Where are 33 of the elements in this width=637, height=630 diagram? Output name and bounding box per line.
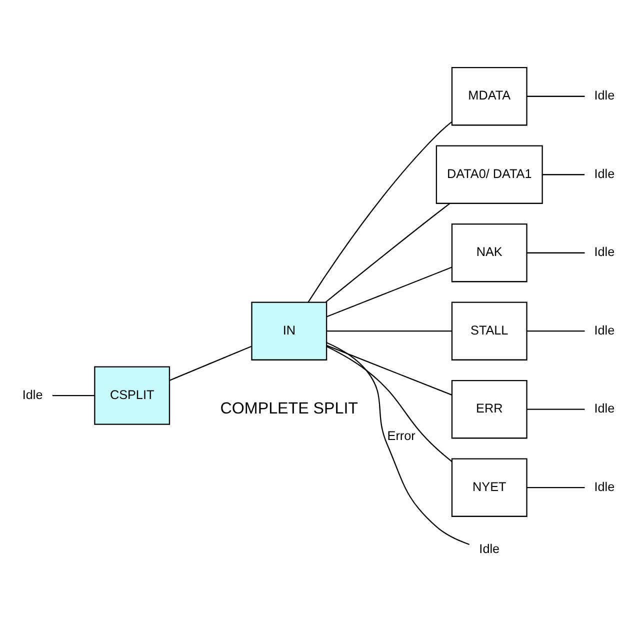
node-box: DATA0/ DATA1 (436, 145, 543, 204)
connector (326, 330, 452, 332)
node-box: IN (251, 302, 328, 360)
connector (326, 342, 470, 546)
node-text: Idle (22, 388, 43, 402)
connector (526, 252, 585, 254)
connector (325, 203, 450, 303)
connector (52, 394, 95, 396)
connector (326, 346, 452, 462)
edge-label: Error (387, 429, 416, 444)
node-box: NYET (451, 458, 528, 517)
node-text: Idle (594, 323, 615, 338)
node-text: Idle (594, 166, 615, 181)
node-text: Idle (594, 480, 615, 494)
connector (326, 266, 452, 318)
node-box: ERR (451, 380, 528, 439)
node-box: NAK (451, 224, 528, 282)
connector (542, 174, 585, 176)
connector (526, 330, 585, 332)
connector (526, 487, 585, 488)
node-box: CSPLIT (94, 366, 170, 425)
connector (526, 408, 585, 410)
connector (169, 346, 252, 381)
node-text: Idle (479, 542, 500, 556)
connector (308, 122, 452, 303)
connector (326, 344, 452, 396)
connector (526, 96, 585, 97)
node-text: Idle (594, 402, 615, 416)
node-box: MDATA (451, 67, 528, 126)
node-text: Idle (594, 245, 615, 260)
node-text: Idle (594, 88, 615, 103)
label: COMPLETE SPLIT (220, 400, 358, 418)
node-box: STALL (451, 302, 528, 360)
